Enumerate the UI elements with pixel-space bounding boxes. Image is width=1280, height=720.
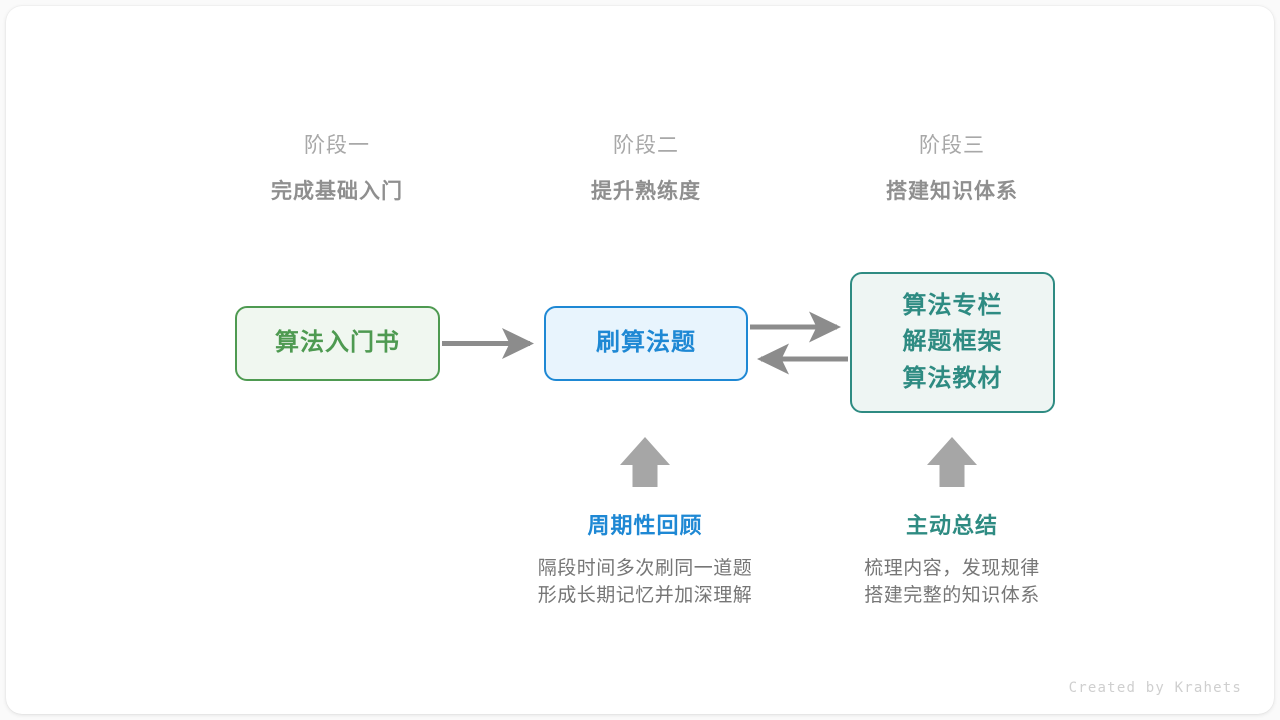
- annotation-summary-title: 主动总结: [905, 513, 998, 538]
- credit-text: Created by Krahets: [1068, 680, 1242, 696]
- stage-index-label-1: 阶段一: [304, 134, 370, 157]
- node-book-line-1: 算法入门书: [275, 329, 400, 357]
- annotation-summary-desc-line-1: 梳理内容，发现规律: [864, 557, 1040, 579]
- annotation-summary-desc: 梳理内容，发现规律 搭建完整的知识体系: [792, 555, 1112, 610]
- node-learning-resources[interactable]: 算法专栏 解题框架 算法教材: [850, 272, 1055, 413]
- stage-title-1: 完成基础入门: [271, 180, 403, 204]
- stage-index-label-3: 阶段三: [919, 134, 985, 157]
- node-resources-line-3: 算法教材: [902, 364, 1003, 392]
- up-arrow-summary-icon: [927, 437, 977, 487]
- stage-title-2: 提升熟练度: [591, 180, 701, 204]
- annotation-summary: 主动总结 梳理内容，发现规律 搭建完整的知识体系: [792, 512, 1112, 610]
- stage-index-label-2: 阶段二: [613, 134, 679, 157]
- annotation-review-title: 周期性回顾: [587, 513, 703, 538]
- annotation-review-desc-line-2: 形成长期记忆并加深理解: [537, 585, 753, 607]
- node-algorithm-intro-book[interactable]: 算法入门书: [235, 306, 440, 381]
- annotation-summary-desc-line-2: 搭建完整的知识体系: [864, 585, 1040, 607]
- node-resources-line-1: 算法专栏: [902, 291, 1003, 319]
- up-arrow-review-icon: [620, 437, 670, 487]
- node-resources-line-2: 解题框架: [902, 328, 1003, 356]
- node-practice-problems[interactable]: 刷算法题: [544, 306, 748, 381]
- annotation-review-desc-line-1: 隔段时间多次刷同一道题: [537, 557, 753, 579]
- annotation-review-desc: 隔段时间多次刷同一道题 形成长期记忆并加深理解: [485, 555, 805, 610]
- stage-title-3: 搭建知识体系: [886, 180, 1018, 204]
- annotation-review: 周期性回顾 隔段时间多次刷同一道题 形成长期记忆并加深理解: [485, 512, 805, 610]
- node-practice-line-1: 刷算法题: [596, 329, 696, 357]
- stage-header-2: 阶段二 提升熟练度: [516, 132, 776, 207]
- diagram-card: 阶段一 完成基础入门 阶段二 提升熟练度 阶段三 搭建知识体系: [6, 6, 1274, 714]
- stage-header-3: 阶段三 搭建知识体系: [822, 132, 1082, 207]
- stage-header-1: 阶段一 完成基础入门: [207, 132, 467, 207]
